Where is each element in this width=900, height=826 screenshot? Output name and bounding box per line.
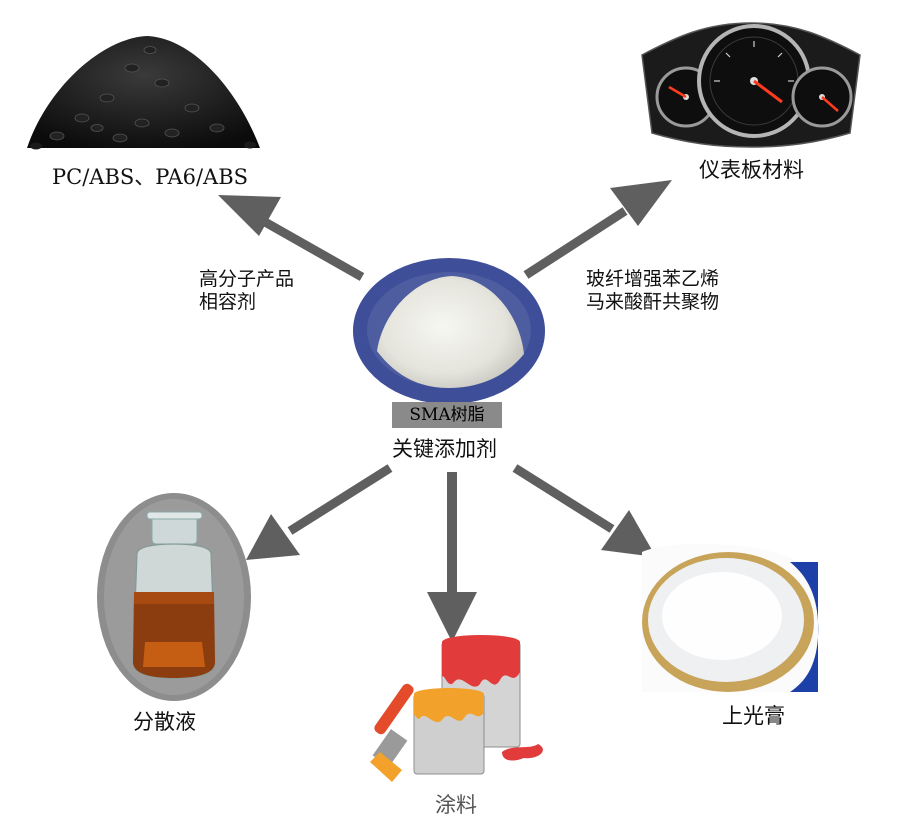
sma-resin-badge: SMA树脂: [392, 402, 502, 428]
dashboard-edge-label: 玻纤增强苯乙烯 马来酸酐共聚物: [586, 268, 719, 314]
arrow-to-polish: [512, 464, 656, 557]
coating-label: 涂料: [435, 793, 477, 817]
arrow-to-dispersion: [246, 464, 393, 560]
arrow-to-dashboard: [523, 180, 672, 279]
dashboard-edge-line-2: 马来酸酐共聚物: [586, 291, 720, 314]
black-pellets-icon: [27, 36, 260, 150]
pellets-label: PC/ABS、PA6/ABS: [52, 165, 249, 189]
pellets-edge-label: 高分子产品 相容剂: [199, 268, 294, 314]
dashboard-gauge-icon: [641, 22, 861, 148]
arrow-to-coating: [427, 472, 477, 642]
arrow-to-pellets: [218, 195, 365, 281]
key-additive-caption: 关键添加剂: [392, 437, 497, 461]
dashboard-edge-line-1: 玻纤增强苯乙烯: [586, 268, 720, 290]
pellets-edge-line-1: 高分子产品: [199, 268, 295, 290]
dispersion-label: 分散液: [133, 710, 196, 734]
resin-powder-icon: [353, 258, 545, 404]
polish-tin-icon: [642, 544, 819, 692]
pellets-edge-line-2: 相容剂: [199, 291, 257, 314]
amber-bottle-icon: [97, 493, 251, 701]
paint-cans-brush-icon: [370, 635, 543, 782]
polish-label: 上光膏: [722, 704, 785, 728]
dashboard-label: 仪表板材料: [699, 158, 804, 182]
